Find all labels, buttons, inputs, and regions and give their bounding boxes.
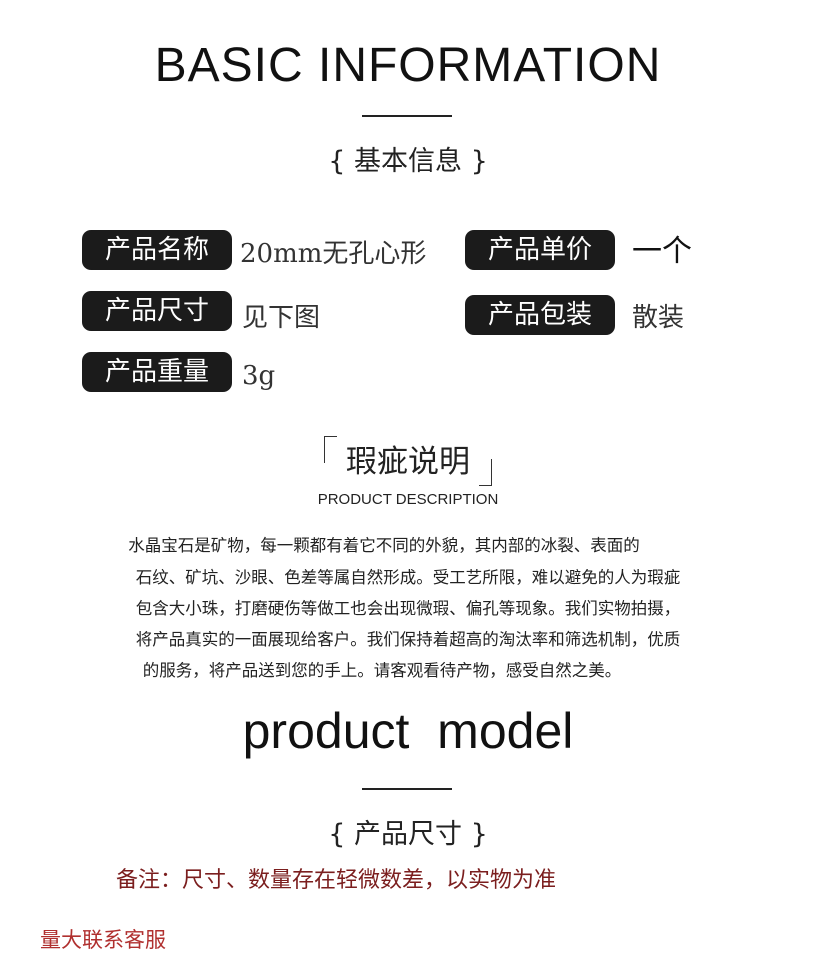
product-description-subtitle: PRODUCT DESCRIPTION (317, 491, 499, 508)
description-line-4: 将产品真实的一面展现给客户。我们保持着超高的淘汰率和筛选机制，优质 (135, 630, 681, 649)
product-name-label: 产品名称 (82, 230, 232, 270)
defect-description-heading: 瑕疵说明 (318, 436, 498, 486)
defect-description-title: 瑕疵说明 (346, 444, 470, 480)
basic-information-heading: BASIC INFORMATION (154, 39, 662, 92)
unit-price-label: 产品单价 (465, 230, 615, 270)
heading-divider (362, 115, 452, 117)
product-weight-value: 3g (242, 361, 276, 391)
product-size-label: 产品尺寸 (82, 291, 232, 331)
product-size-value: 见下图 (242, 303, 321, 333)
corner-bracket-top-left (324, 436, 337, 463)
description-line-5: 的服务，将产品送到您的手上。请客观看待产物，感受自然之美。 (142, 661, 622, 680)
description-line-2: 石纹、矿坑、沙眼、色差等属自然形成。受工艺所限，难以避免的人为瑕疵 (135, 568, 681, 587)
basic-information-subheading: { 基本信息 } (328, 146, 488, 177)
bulk-contact-text: 量大联系客服 (40, 928, 166, 952)
size-note: 备注：尺寸、数量存在轻微数差，以实物为准 (116, 868, 557, 893)
corner-bracket-bottom-right (479, 459, 492, 486)
description-line-1: 水晶宝石是矿物，每一颗都有着它不同的外貌，其内部的冰裂、表面的 (128, 536, 640, 555)
product-weight-label: 产品重量 (82, 352, 232, 392)
packaging-value: 散装 (632, 303, 685, 333)
description-line-3: 包含大小珠，打磨硬伤等做工也会出现微瑕、偏孔等现象。我们实物拍摄， (135, 599, 681, 618)
product-model-heading: product model (242, 703, 574, 759)
packaging-label: 产品包装 (465, 295, 615, 335)
heading-divider (362, 788, 452, 790)
unit-price-value: 一个 (632, 234, 692, 269)
product-name-value: 20mm无孔心形 (240, 239, 427, 269)
product-size-subheading: { 产品尺寸 } (328, 819, 488, 850)
